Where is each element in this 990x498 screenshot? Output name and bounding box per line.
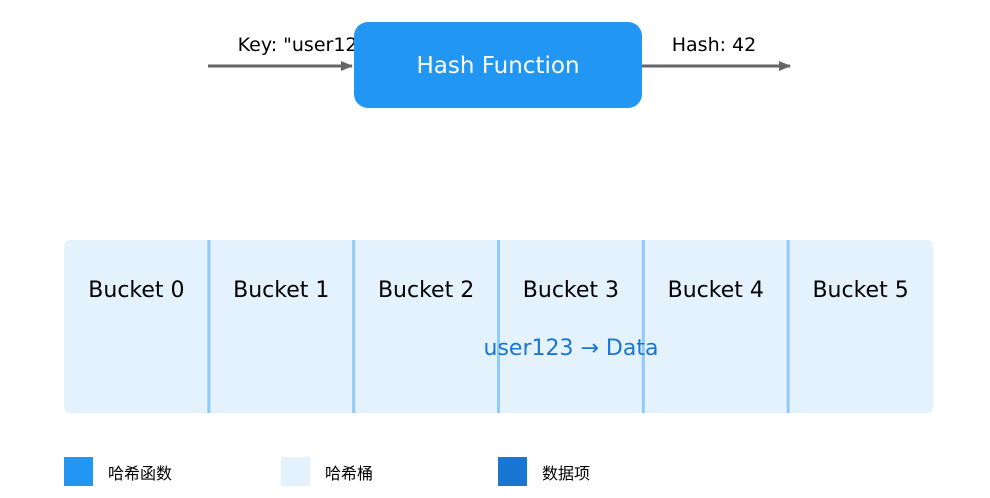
bucket-label-2: Bucket 2 (378, 278, 474, 303)
bucket-label-5: Bucket 5 (812, 278, 908, 303)
legend-swatch-1 (281, 457, 310, 486)
legend-label-2: 数据项 (542, 464, 590, 483)
hash-output-label: Hash: 42 (672, 34, 757, 56)
legend-swatch-0 (64, 457, 93, 486)
bucket-group: Bucket 0 Bucket 1 Bucket 2 Bucket 3 Bucket 4… (88, 240, 909, 413)
bucket-label-0: Bucket 0 (88, 278, 184, 303)
bucket-label-1: Bucket 1 (233, 278, 329, 303)
hash-function-label: Hash Function (416, 53, 579, 79)
hash-function-box (354, 22, 642, 108)
legend: 哈希函数 哈希桶 数据项 (64, 457, 590, 486)
bucket-label-4: Bucket 4 (668, 278, 764, 303)
legend-label-0: 哈希函数 (108, 464, 172, 483)
legend-swatch-2 (498, 457, 527, 486)
legend-label-1: 哈希桶 (325, 464, 373, 483)
input-key-label: Key: "user123" (238, 34, 379, 56)
bucket-label-3: Bucket 3 (523, 278, 619, 303)
data-entry-label: user123 → Data (484, 336, 659, 361)
